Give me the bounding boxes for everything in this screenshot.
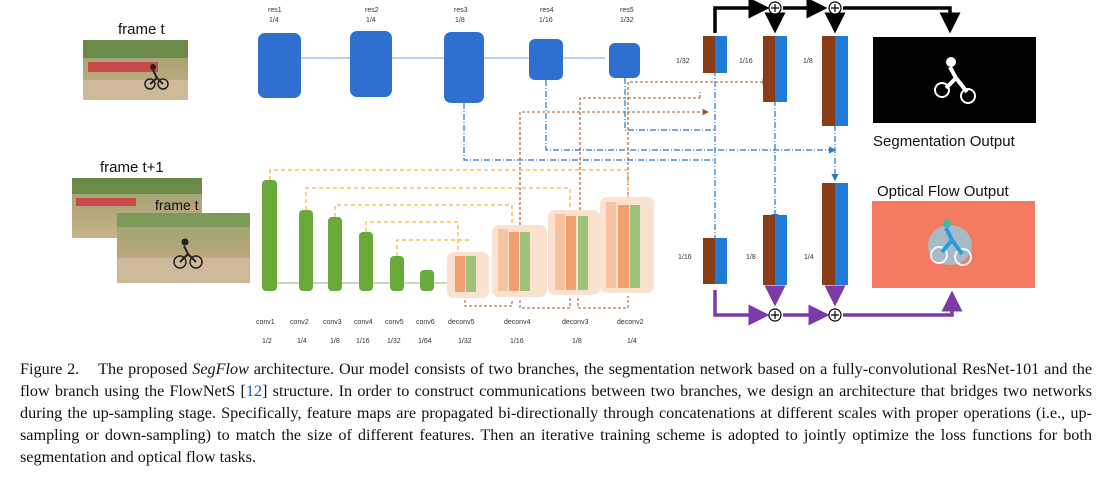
conv-block [328, 217, 342, 291]
conv-block [420, 270, 434, 291]
flow-layer-scale: 1/16 [510, 338, 524, 345]
architecture-diagram: frame t frame t+1 frame t res1 1/4 re [72, 0, 1036, 345]
conv-block [299, 210, 313, 291]
flow-layer-scale: 1/4 [297, 338, 307, 345]
flow-layer-name: conv5 [385, 319, 404, 326]
seg-fusion-path [713, 0, 961, 34]
res-scale: 1/4 [269, 17, 279, 24]
res-to-flow-connections [463, 70, 839, 257]
caption-figure-label: Figure 2. [20, 360, 80, 378]
seg-scale-label: 1/8 [803, 58, 813, 65]
caption-citation-link[interactable]: 12 [245, 382, 263, 400]
res-scale: 1/8 [455, 17, 465, 24]
res-name: res4 [540, 7, 554, 14]
frame-t-label: frame t [118, 21, 166, 38]
res-block: res5 1/32 [609, 7, 640, 78]
res-block: res2 1/4 [350, 7, 392, 97]
flow-layer-scale: 1/2 [262, 338, 272, 345]
plus-node [828, 1, 842, 15]
flow-layer-name: conv3 [323, 319, 342, 326]
optical-flow-output-label: Optical Flow Output [877, 183, 1010, 200]
res-name: res5 [620, 7, 634, 14]
frame-t-image [83, 40, 188, 100]
flow-layer-name: deconv3 [562, 319, 589, 326]
segmentation-output-label: Segmentation Output [873, 133, 1016, 150]
plus-node [768, 1, 782, 15]
deconv-feedback [464, 296, 629, 309]
caption-text-2: architecture. Our model consists of two … [20, 360, 1093, 400]
frame-t1-label: frame t+1 [100, 159, 164, 176]
conv-block [262, 180, 277, 291]
plus-node [768, 308, 782, 322]
flow-layer-name: conv2 [290, 319, 309, 326]
flow-layer-scale: 1/8 [330, 338, 340, 345]
res-scale: 1/16 [539, 17, 553, 24]
skip-connections [269, 169, 629, 256]
res-block: res3 1/8 [444, 7, 484, 103]
caption-text-3: ] structure. In order to construct commu… [20, 382, 1092, 466]
res-name: res3 [454, 7, 468, 14]
res-name: res1 [268, 7, 282, 14]
frame-t-overlay-image [117, 213, 250, 283]
seg-decoder: 1/32 1/16 1/8 [676, 36, 848, 126]
res-scale: 1/32 [620, 17, 634, 24]
flow-scale-label: 1/4 [804, 254, 814, 261]
figure-caption: Figure 2. The proposed SegFlow architect… [20, 358, 1092, 468]
caption-model-name: SegFlow [192, 360, 249, 378]
deconv-stacks [447, 197, 654, 298]
flow-layer-name: deconv4 [504, 319, 531, 326]
flow-layer-name: deconv2 [617, 319, 644, 326]
flow-to-seg-connections [519, 78, 770, 230]
flow-layer-scale: 1/32 [458, 338, 472, 345]
frame-t-overlay-label: frame t [155, 197, 199, 213]
seg-scale-label: 1/16 [739, 58, 753, 65]
flow-layer-scale: 1/16 [356, 338, 370, 345]
plus-node [828, 308, 842, 322]
optical-flow-output-image [872, 201, 1035, 288]
conv-block [390, 256, 404, 291]
flow-fusion-path [713, 285, 963, 326]
flow-layer-name: conv4 [354, 319, 373, 326]
flow-layer-name: conv1 [256, 319, 275, 326]
conv-block [359, 232, 373, 291]
flow-layer-name: deconv5 [448, 319, 475, 326]
caption-text-1: The proposed [98, 360, 193, 378]
flow-layer-scale: 1/32 [387, 338, 401, 345]
seg-scale-label: 1/32 [676, 58, 690, 65]
flow-layer-scale: 1/8 [572, 338, 582, 345]
flow-layer-scale: 1/4 [627, 338, 637, 345]
segmentation-output-image [873, 37, 1036, 123]
res-block: res1 1/4 [258, 7, 301, 98]
flow-scale-label: 1/8 [746, 254, 756, 261]
flow-decoder: 1/16 1/8 1/4 [678, 183, 848, 285]
flow-layer-name: conv6 [416, 319, 435, 326]
conv-blocks [262, 180, 434, 291]
res-scale: 1/4 [366, 17, 376, 24]
res-block: res4 1/16 [529, 7, 563, 80]
res-name: res2 [365, 7, 379, 14]
flow-layer-scale: 1/64 [418, 338, 432, 345]
flow-scale-label: 1/16 [678, 254, 692, 261]
